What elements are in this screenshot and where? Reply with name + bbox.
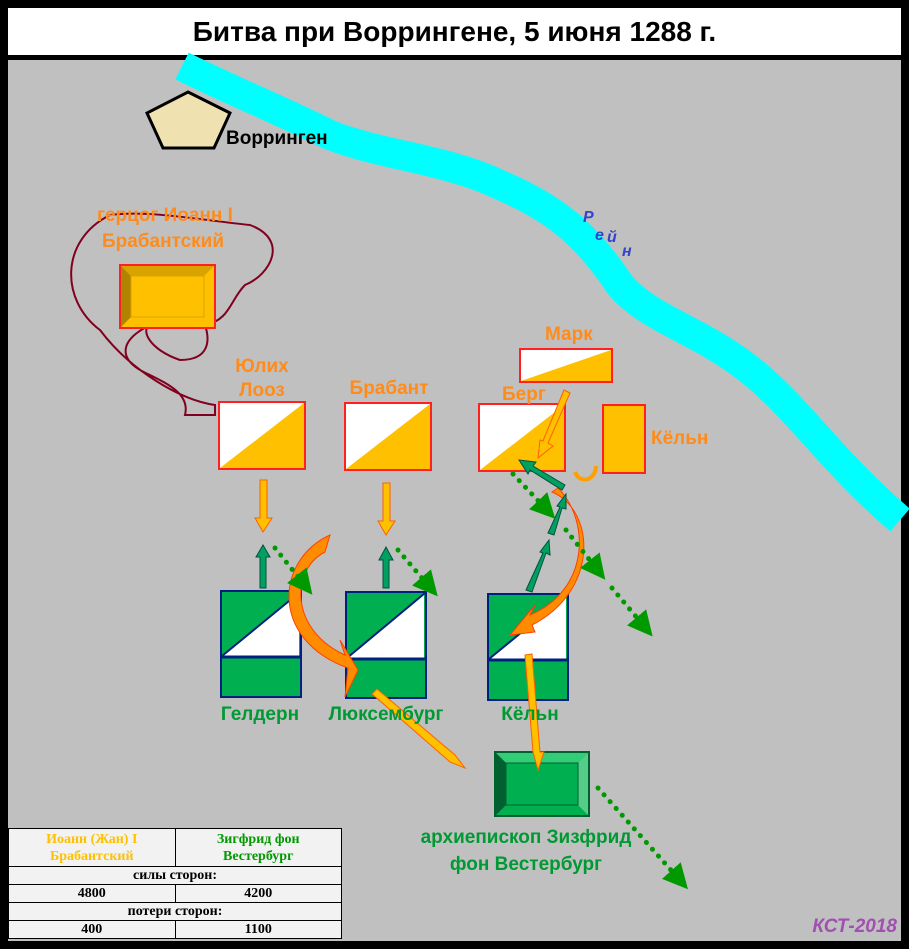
river-label-1: Р [583, 209, 594, 226]
reserve-outline [70, 212, 274, 416]
forces-cologne: 4200 [174, 884, 342, 903]
town-label: Ворринген [226, 128, 328, 149]
archbishop-label-2: фон Вестербург [450, 854, 602, 875]
retreat-berg-2 [563, 527, 606, 580]
arrow-luxembourg-break [371, 688, 467, 770]
cologne-arrows [255, 459, 567, 593]
forces-label: силы сторон: [8, 866, 342, 885]
luxembourg-label: Люксембург [329, 704, 444, 725]
archbishop-unit [494, 751, 590, 817]
berg-label: Берг [502, 384, 546, 405]
side-brabant-name-2: Брабантский [49, 848, 134, 864]
archbishop-label-1: архиепископ Зизфрид [421, 827, 632, 848]
retreat-paths [272, 471, 688, 890]
unit-julich-looz [218, 401, 306, 470]
arrow-geldern-advance [255, 544, 271, 589]
arrow-cologne-advance-3 [518, 459, 566, 491]
duke-label-1: герцог Иоанн I [97, 205, 233, 226]
map-title: Битва при Воррингене, 5 июня 1288 г. [8, 8, 901, 55]
rhine-river [175, 52, 909, 532]
duke-unit [119, 264, 216, 329]
river-label-4: н [622, 243, 632, 260]
side-cologne-name-2: Вестербург [223, 848, 294, 864]
cologne-citizens-label: Кёльн [651, 428, 708, 449]
arrow-julich-attack [254, 479, 273, 533]
arrow-mark-attack [537, 389, 571, 460]
arrow-cologne-advance-1 [525, 538, 551, 593]
losses-label: потери сторон: [8, 902, 342, 921]
retreat-berg [510, 471, 556, 519]
arrow-cologne-break [524, 653, 545, 772]
losses-cologne: 1100 [174, 920, 342, 939]
unit-mark [519, 348, 613, 383]
unit-luxembourg [345, 591, 427, 699]
author-credit: КСТ-2018 [812, 916, 897, 937]
forces-brabant: 4800 [8, 884, 176, 903]
julich-label-1: Юлих [235, 356, 289, 377]
brabant-label: Брабант [350, 378, 429, 399]
duke-label-2: Брабантский [102, 231, 224, 252]
arrow-cologne-citizens-turn [573, 465, 598, 482]
arrow-brabant-attack [377, 482, 396, 536]
cologne-label: Кёльн [501, 704, 558, 725]
unit-cologne-citizens [602, 404, 646, 474]
side-cologne-name-1: Зигфрид фон [216, 831, 300, 847]
town-icon [145, 90, 232, 150]
unit-brabant [344, 402, 432, 471]
arrow-luxembourg-advance [378, 545, 394, 589]
side-brabant-name-1: Иоанн (Жан) I [46, 831, 138, 847]
battle-map [8, 60, 901, 941]
mark-label: Марк [545, 324, 593, 345]
retreat-archbishop [595, 785, 688, 890]
arrow-cologne-advance-2 [547, 492, 567, 536]
arrow-curve-right [508, 487, 585, 636]
retreat-luxembourg [395, 547, 438, 597]
retreat-berg-3 [609, 585, 653, 637]
river-label-3: й [607, 229, 617, 246]
river-label-2: е [595, 227, 604, 244]
unit-geldern [220, 590, 302, 698]
retreat-geldern [272, 545, 313, 595]
brabant-arrows [254, 389, 571, 772]
losses-brabant: 400 [8, 920, 176, 939]
geldern-label: Гелдерн [221, 704, 299, 725]
julich-label-2: Лооз [239, 380, 285, 401]
